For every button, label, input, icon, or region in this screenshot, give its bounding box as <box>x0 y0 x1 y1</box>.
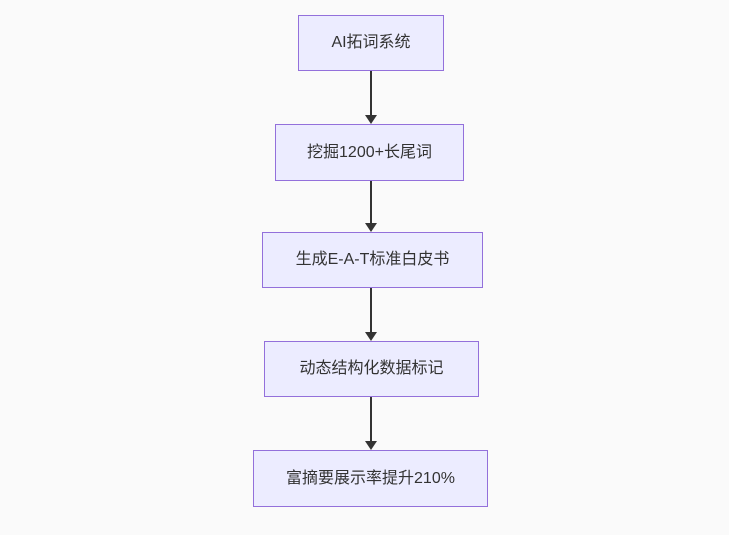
flowchart-edge-2 <box>364 181 378 232</box>
arrow-down-icon <box>365 441 377 450</box>
arrow-down-icon <box>365 115 377 124</box>
flowchart-edge-1 <box>364 71 378 124</box>
arrow-down-icon <box>365 332 377 341</box>
flowchart-edge-4 <box>364 397 378 450</box>
edge-line <box>370 181 372 226</box>
edge-line <box>370 397 372 444</box>
arrow-down-icon <box>365 223 377 232</box>
flowchart-node-rich-snippet-rate-increase: 富摘要展示率提升210% <box>253 450 488 507</box>
flowchart-node-ai-word-expansion-system: AI拓词系统 <box>298 15 444 71</box>
flowchart-node-mine-longtail-keywords: 挖掘1200+长尾词 <box>275 124 464 181</box>
flowchart-node-dynamic-structured-data-markup: 动态结构化数据标记 <box>264 341 479 397</box>
edge-line <box>370 71 372 118</box>
flowchart-node-generate-eat-whitepaper: 生成E-A-T标准白皮书 <box>262 232 483 288</box>
flowchart-edge-3 <box>364 288 378 341</box>
edge-line <box>370 288 372 335</box>
